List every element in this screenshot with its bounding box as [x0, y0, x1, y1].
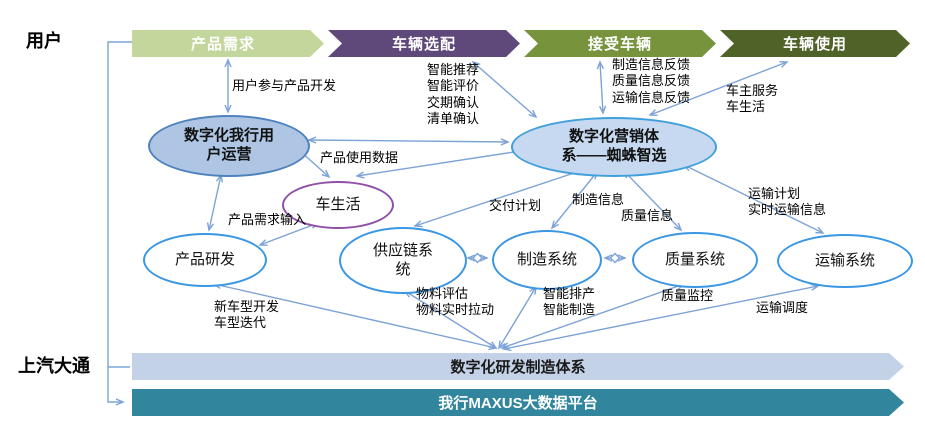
- stage-vehicle-config: 车辆选配: [328, 30, 520, 57]
- edge-marketing-usage-stage: [648, 61, 789, 116]
- edge-userops-marketing: [307, 136, 510, 146]
- label-quality-monitor: 质量监控: [661, 288, 714, 303]
- stage-vehicle-use: 车辆使用: [720, 30, 910, 57]
- node-car-life: 车生活: [282, 181, 394, 229]
- edge-marketing-quality: [622, 169, 683, 232]
- label-info-feedback: 制造信息反馈 质量信息反馈 运输信息反馈: [612, 57, 691, 105]
- actor-company-label: 上汽大通: [18, 356, 90, 376]
- edge-user-rail: [107, 41, 132, 406]
- node-digital-marketing-spider: 数字化营销体 系——蜘蛛智选: [511, 117, 717, 177]
- label-mfg-info: 制造信息: [572, 192, 625, 207]
- stage-label: 车辆使用: [782, 36, 847, 53]
- diamond-mfg-quality: [609, 252, 621, 264]
- label-user-codev: 用户参与产品开发: [232, 78, 337, 93]
- node-label: 运输系统: [814, 251, 875, 269]
- node-manufacturing-system: 制造系统: [492, 230, 602, 290]
- node-digital-user-operation: 数字化我行用 户运营: [148, 115, 310, 177]
- node-quality-system: 质量系统: [632, 232, 758, 288]
- node-label: 数字化我行用 户运营: [183, 127, 274, 163]
- node-label: 制造系统: [516, 250, 577, 268]
- node-label: 产品研发: [174, 250, 235, 268]
- edge-marketing-mfg: [550, 170, 599, 230]
- edge-userops-rd: [206, 173, 224, 232]
- edge-carlife-rd: [258, 221, 320, 247]
- stage-label: 接受车辆: [587, 36, 652, 53]
- stage-product-demand: 产品需求: [132, 30, 324, 57]
- edge-bar-transport: [502, 283, 820, 352]
- node-label: 供应链系 统: [372, 241, 433, 278]
- bar-digital-rd-manufacturing: 数字化研发制造体系: [132, 353, 904, 380]
- edge-marketing-transport: [682, 164, 825, 234]
- edge-marketing-carlife: [355, 151, 515, 179]
- node-label: 数字化营销体 系——蜘蛛智选: [561, 128, 667, 164]
- node-transport-system: 运输系统: [777, 234, 913, 288]
- bar-label: 我行MAXUS大数据平台: [438, 395, 598, 412]
- label-demand-input: 产品需求输入: [228, 212, 307, 227]
- label-new-model: 新车型开发 车型迭代: [214, 299, 280, 331]
- label-owner-services: 车主服务 车生活: [726, 83, 779, 115]
- label-transport-plan: 运输计划 实时运输信息: [748, 186, 827, 218]
- label-delivery-plan: 交付计划: [489, 198, 542, 213]
- bar-maxus-big-data-platform: 我行MAXUS大数据平台: [132, 389, 904, 416]
- label-smart-mfg: 智能排产 智能制造: [543, 286, 596, 318]
- label-dispatch: 运输调度: [756, 300, 809, 315]
- edge-bar-supply: [403, 290, 498, 349]
- diamond-supply-mfg: [472, 252, 483, 264]
- label-quality-info: 质量信息: [621, 208, 674, 223]
- actor-user-label: 用户: [26, 31, 62, 51]
- label-smart-config: 智能推荐 智能评价 交期确认 清单确认: [427, 62, 480, 126]
- node-label: 质量系统: [664, 250, 725, 268]
- stage-label: 产品需求: [190, 36, 255, 53]
- node-product-rd: 产品研发: [143, 233, 267, 287]
- edge-config-marketing: [471, 60, 538, 119]
- edge-receive-marketing: [596, 60, 607, 115]
- label-product-usage-data: 产品使用数据: [320, 150, 399, 165]
- node-label: 车生活: [315, 195, 361, 213]
- node-supply-chain-system: 供应链系 统: [339, 227, 467, 294]
- bar-label: 数字化研发制造体系: [450, 359, 586, 376]
- stage-label: 车辆选配: [391, 36, 456, 53]
- label-material: 物料评估 物料实时拉动: [416, 286, 495, 318]
- stage-vehicle-receive: 接受车辆: [524, 30, 716, 57]
- edge-bar-mfg: [498, 285, 537, 350]
